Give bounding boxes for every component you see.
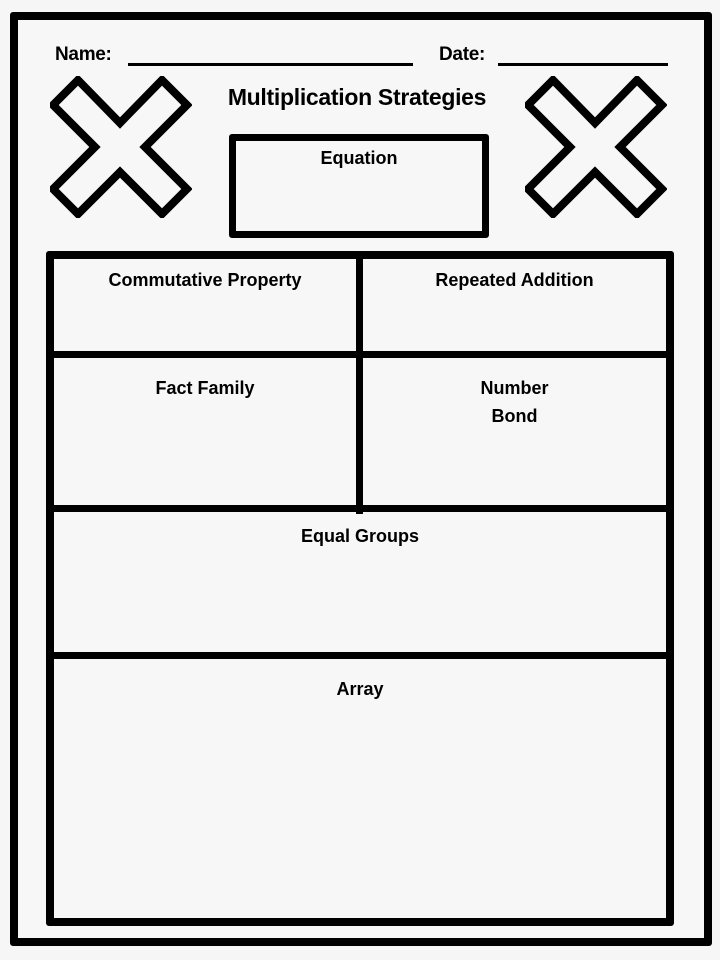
page-title: Multiplication Strategies (227, 84, 487, 110)
cell-label: Fact Family (155, 378, 255, 398)
horizontal-divider (54, 351, 666, 358)
cell-label: Number (480, 378, 549, 398)
name-field-line[interactable] (128, 63, 413, 66)
cell-fact-family[interactable]: Fact Family (54, 374, 356, 505)
equation-label: Equation (320, 148, 398, 168)
cell-commutative-property[interactable]: Commutative Property (54, 266, 356, 351)
horizontal-divider (54, 505, 666, 512)
x-mark-icon (50, 76, 192, 218)
cell-label: Array (336, 679, 384, 699)
x-mark-icon (525, 76, 667, 218)
date-field-line[interactable] (498, 63, 668, 66)
cell-label: Repeated Addition (435, 270, 594, 290)
date-label: Date: (439, 44, 486, 65)
cell-label-line2: Bond (491, 406, 538, 426)
strategies-grid: Commutative Property Repeated Addition F… (46, 251, 674, 926)
vertical-divider (356, 259, 363, 514)
cell-label: Commutative Property (108, 270, 302, 290)
cell-label: Equal Groups (300, 526, 419, 546)
equation-box[interactable]: Equation (229, 134, 489, 238)
name-label: Name: (55, 44, 112, 65)
cell-repeated-addition[interactable]: Repeated Addition (363, 266, 666, 351)
cell-array[interactable]: Array (54, 675, 666, 918)
horizontal-divider (54, 652, 666, 659)
cell-number-bond[interactable]: Number Bond (363, 374, 666, 505)
cell-equal-groups[interactable]: Equal Groups (54, 522, 666, 652)
